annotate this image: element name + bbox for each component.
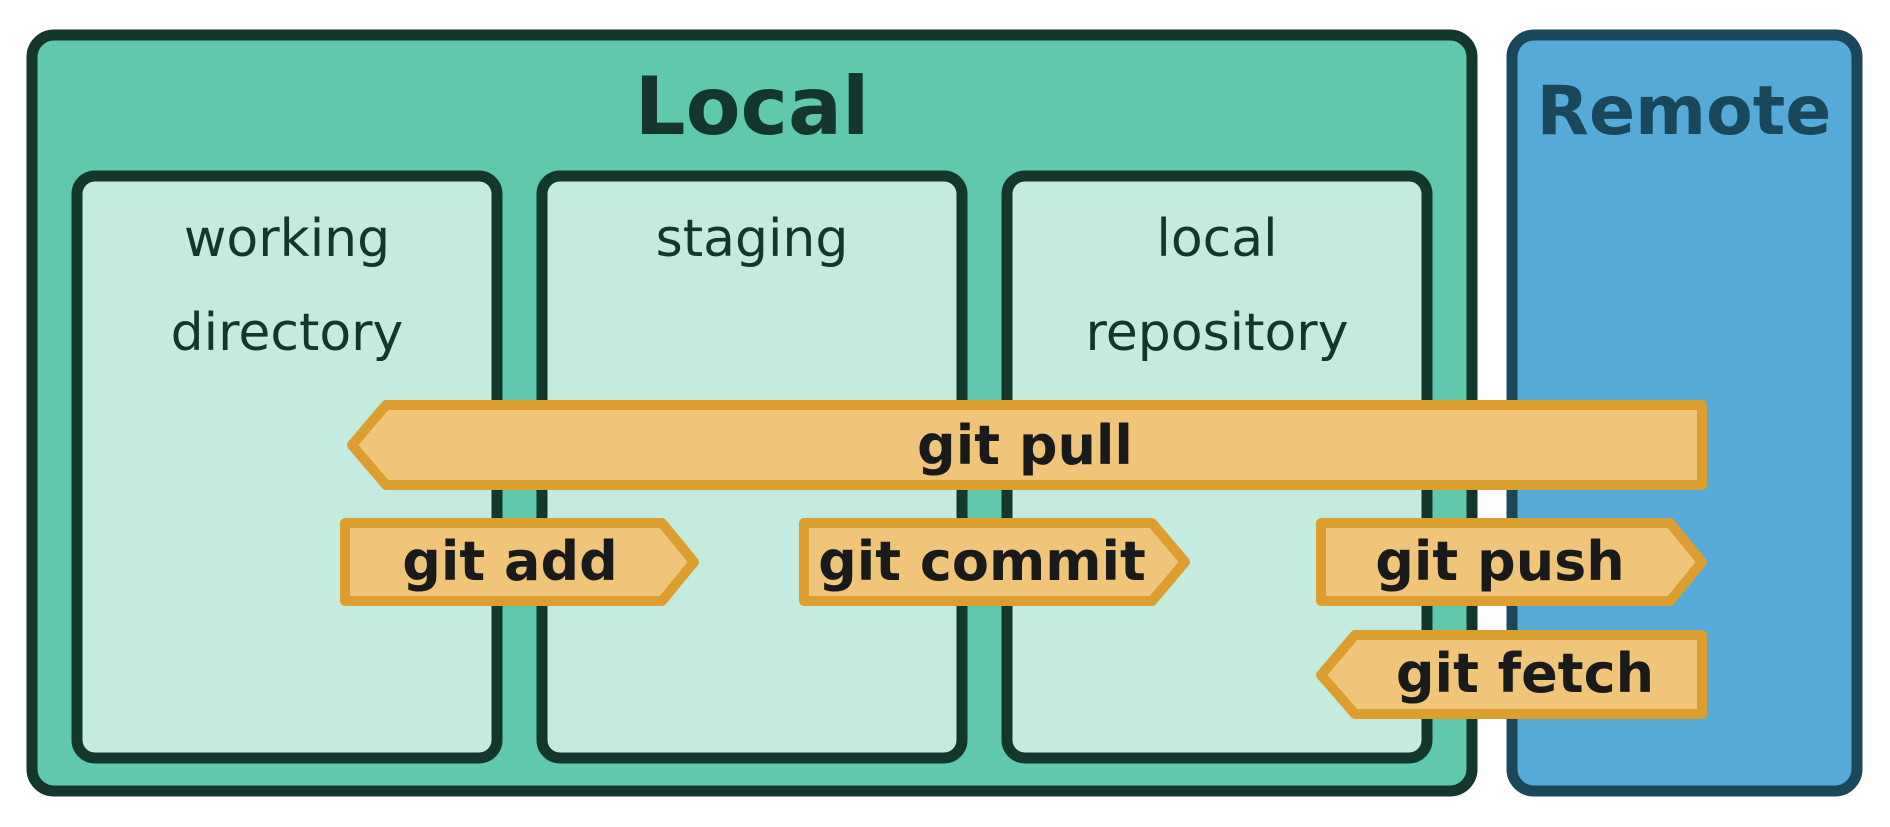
git-pull-arrow-shape <box>347 400 1707 490</box>
staging-label: staging <box>656 209 849 269</box>
git-push-arrow-shape <box>1316 518 1707 606</box>
working-directory-label-line1: working <box>184 209 390 269</box>
git-fetch-label: git fetch <box>1396 642 1654 705</box>
git-commit-arrow-shape <box>799 518 1190 606</box>
git-add-arrow: git add <box>340 518 699 606</box>
git-add-label: git add <box>402 530 618 593</box>
local-title: Local <box>635 60 870 153</box>
local-repository-label-line2: repository <box>1086 303 1349 363</box>
git-commit-label: git commit <box>818 530 1146 593</box>
git-push-arrow: git push <box>1316 518 1707 606</box>
git-fetch-arrow: git fetch <box>1316 630 1707 719</box>
git-commit-arrow: git commit <box>799 518 1190 606</box>
git-add-arrow-shape <box>340 518 699 606</box>
git-push-label: git push <box>1375 530 1624 593</box>
remote-title: Remote <box>1537 72 1832 151</box>
working-directory-label-line2: directory <box>171 303 404 363</box>
git-pull-arrow: git pull <box>347 400 1707 490</box>
git-fetch-arrow-shape <box>1316 630 1707 719</box>
git-pull-label: git pull <box>917 414 1133 477</box>
local-repository-label-line1: local <box>1156 209 1277 269</box>
